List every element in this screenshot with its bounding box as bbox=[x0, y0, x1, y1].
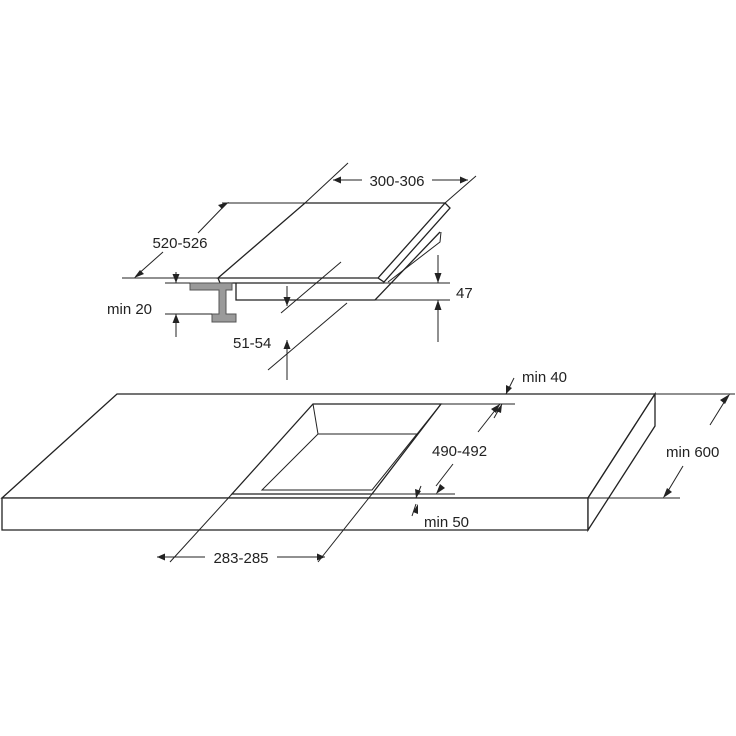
worktop-front-face bbox=[1, 497, 589, 531]
dim-width-top: 300-306 bbox=[304, 162, 477, 204]
label-51-54: 51-54 bbox=[233, 335, 271, 352]
dim-cutout-depth: 490-492 bbox=[372, 403, 501, 495]
label-min-20: min 20 bbox=[107, 301, 152, 318]
dim-height-47: 47 bbox=[375, 255, 473, 342]
label-width-top: 300-306 bbox=[369, 173, 424, 190]
worktop bbox=[0, 391, 657, 533]
mounting-clip bbox=[189, 282, 237, 323]
dim-min-20: min 20 bbox=[107, 272, 212, 337]
hob-body bbox=[235, 231, 441, 301]
dim-min-40: min 40 bbox=[441, 369, 655, 419]
worktop-side-face bbox=[587, 391, 656, 533]
hob-top-surface bbox=[216, 202, 447, 279]
label-cutout-depth: 490-492 bbox=[432, 443, 487, 460]
label-min-600: min 600 bbox=[666, 444, 719, 461]
hob-front-edge bbox=[217, 277, 384, 284]
dim-min-600: min 600 bbox=[588, 393, 735, 499]
dim-51-54: 51-54 bbox=[233, 261, 348, 380]
label-min-40: min 40 bbox=[522, 369, 567, 386]
dim-depth-top: 520-526 bbox=[122, 202, 305, 279]
dim-cutout-width: 283-285 bbox=[157, 493, 373, 567]
label-cutout-width: 283-285 bbox=[213, 550, 268, 567]
hob bbox=[189, 202, 451, 323]
dim-min-50: min 50 bbox=[411, 485, 469, 531]
hob-right-edge bbox=[377, 202, 451, 283]
worktop-cutout-inner bbox=[260, 433, 419, 491]
label-height-47: 47 bbox=[456, 285, 473, 302]
label-depth-top: 520-526 bbox=[152, 235, 207, 252]
label-min-50: min 50 bbox=[424, 514, 469, 531]
